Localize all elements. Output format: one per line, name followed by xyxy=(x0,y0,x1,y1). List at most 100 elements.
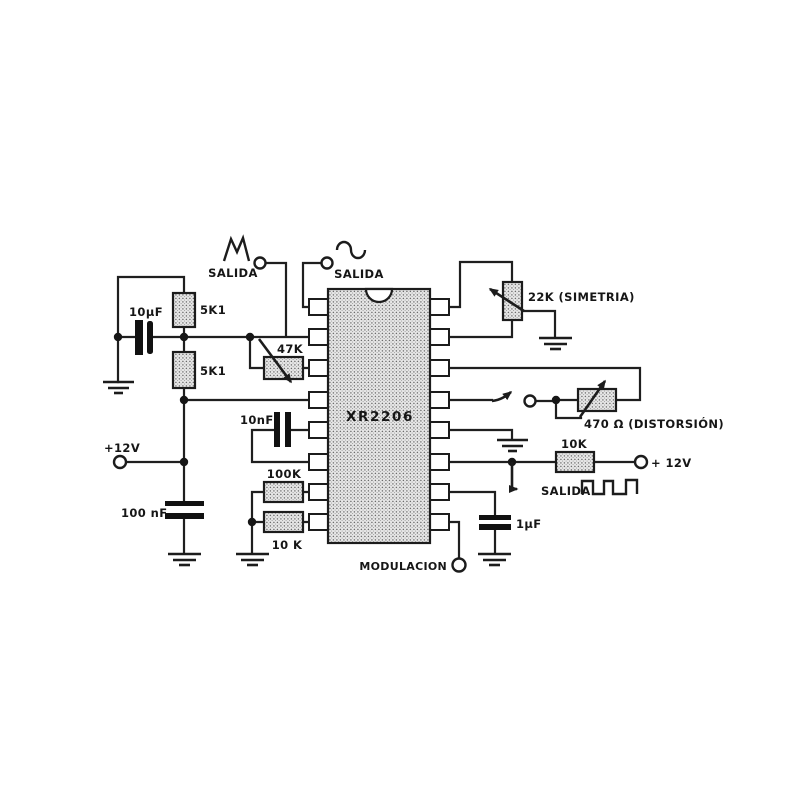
switch-contact-terminal xyxy=(523,394,537,408)
resistor-body xyxy=(262,480,305,504)
capacitor-plate xyxy=(479,515,511,520)
potentiometer-22k: 22K (SIMETRIA) xyxy=(488,280,635,322)
ic-pin xyxy=(428,328,450,346)
junction-dot xyxy=(247,517,257,527)
resistor-10k-left: 10 K xyxy=(262,510,305,552)
capacitor-10nf-label: 10nF xyxy=(240,413,274,427)
triangle-wave-icon xyxy=(222,234,251,262)
square-output-label: SALIDA xyxy=(541,484,591,498)
junction-dot xyxy=(179,457,189,467)
capacitor-10nf: 10nF xyxy=(240,412,291,447)
modulation-input-terminal xyxy=(451,557,467,573)
sine-output-label: SALIDA xyxy=(334,267,384,281)
resistor-5k1-a: 5K1 xyxy=(171,291,226,329)
potentiometer-wiper-arrow xyxy=(578,379,607,418)
resistor-body xyxy=(171,291,197,329)
ic-part-number: XR2206 xyxy=(346,409,414,425)
ic-notch-icon xyxy=(364,287,394,304)
resistor-5k1-b-label: 5K1 xyxy=(200,364,226,378)
power-terminal xyxy=(112,454,128,470)
power-right-label: + 12V xyxy=(651,456,692,470)
ic-pin xyxy=(308,453,330,471)
ic-pin xyxy=(428,298,450,316)
sine-wave-icon xyxy=(335,240,367,260)
junction-dot xyxy=(113,332,123,342)
triangle-output-label: SALIDA xyxy=(208,266,258,280)
ic-pins-left xyxy=(308,298,330,531)
ground-icon xyxy=(103,380,134,395)
square-output-arrow xyxy=(509,462,519,493)
resistor-body xyxy=(554,450,596,474)
capacitor-plate xyxy=(285,412,291,447)
capacitor-1uf: 1µF xyxy=(479,515,542,531)
ic-pin xyxy=(428,453,450,471)
capacitor-plate xyxy=(165,501,204,506)
ic-pin xyxy=(308,513,330,531)
potentiometer-470r: 470 Ω (DISTORSIÓN) xyxy=(576,379,724,431)
potentiometer-wiper-arrow xyxy=(257,338,293,384)
ground-icons xyxy=(103,336,572,567)
capacitor-1uf-label: 1µF xyxy=(516,517,542,531)
junction-dot xyxy=(179,332,189,342)
capacitor-100nf: 100 nF xyxy=(121,501,204,520)
ground-icon xyxy=(539,336,572,351)
ic-pin xyxy=(428,421,450,439)
ic-pin xyxy=(428,483,450,501)
modulation-terminal: MODULACION xyxy=(359,557,467,573)
ic-xr2206: XR2206 xyxy=(308,287,450,545)
modulation-label: MODULACION xyxy=(359,560,447,573)
switch-lever xyxy=(491,390,537,408)
resistor-5k1-a-label: 5K1 xyxy=(200,303,226,317)
ic-pin xyxy=(308,421,330,439)
capacitor-plate xyxy=(479,524,511,530)
potentiometer-47k-label: 47K xyxy=(277,342,304,356)
potentiometer-body xyxy=(501,280,524,322)
capacitor-plate xyxy=(147,321,153,354)
capacitor-plate xyxy=(135,320,143,355)
junction-dot xyxy=(551,395,561,405)
square-wave-icon xyxy=(580,478,639,496)
resistor-5k1-b: 5K1 xyxy=(171,350,226,390)
capacitor-100nf-label: 100 nF xyxy=(121,506,167,520)
potentiometer-22k-label: 22K (SIMETRIA) xyxy=(528,290,635,304)
junction-dot xyxy=(179,395,189,405)
potentiometer-wiper-arrow xyxy=(488,287,525,313)
ic-pins-right xyxy=(428,298,450,531)
ground-icon xyxy=(236,552,269,567)
sine-output-terminal xyxy=(320,256,334,270)
resistor-10k-left-label: 10 K xyxy=(272,538,303,552)
capacitor-plate xyxy=(165,513,204,519)
capacitor-10uf-label: 10µF xyxy=(129,305,163,319)
power-left-label: +12V xyxy=(104,441,140,455)
junction-dot xyxy=(245,332,255,342)
potentiometer-body xyxy=(262,355,305,381)
sine-output: SALIDA xyxy=(320,240,384,281)
resistor-body xyxy=(262,510,305,534)
wires xyxy=(116,260,642,560)
ic-pin xyxy=(308,328,330,346)
potentiometer-470r-label: 470 Ω (DISTORSIÓN) xyxy=(584,416,724,431)
wire-right-section xyxy=(447,260,642,560)
resistor-10k-right-label: 10K xyxy=(561,437,588,451)
ic-body xyxy=(326,287,432,545)
ic-pin xyxy=(428,513,450,531)
ic-pin xyxy=(428,391,450,409)
power-terminal-right: + 12V xyxy=(633,454,692,470)
ic-pin xyxy=(308,391,330,409)
ground-icon xyxy=(478,552,511,567)
ground-icon xyxy=(168,552,201,567)
ic-pin xyxy=(308,359,330,377)
ic-pin xyxy=(308,298,330,316)
square-output: SALIDA xyxy=(509,462,639,498)
capacitor-10uf: 10µF xyxy=(129,305,163,355)
triangle-output: SALIDA xyxy=(208,234,267,280)
power-terminal-left: +12V xyxy=(104,441,140,470)
potentiometer-47k: 47K xyxy=(257,338,305,384)
resistor-100k-label: 100K xyxy=(267,467,302,481)
ic-pin xyxy=(428,359,450,377)
resistor-10k-right: 10K xyxy=(554,437,596,474)
triangle-output-terminal xyxy=(253,256,267,270)
resistor-100k: 100K xyxy=(262,467,305,504)
resistor-body xyxy=(171,350,197,390)
